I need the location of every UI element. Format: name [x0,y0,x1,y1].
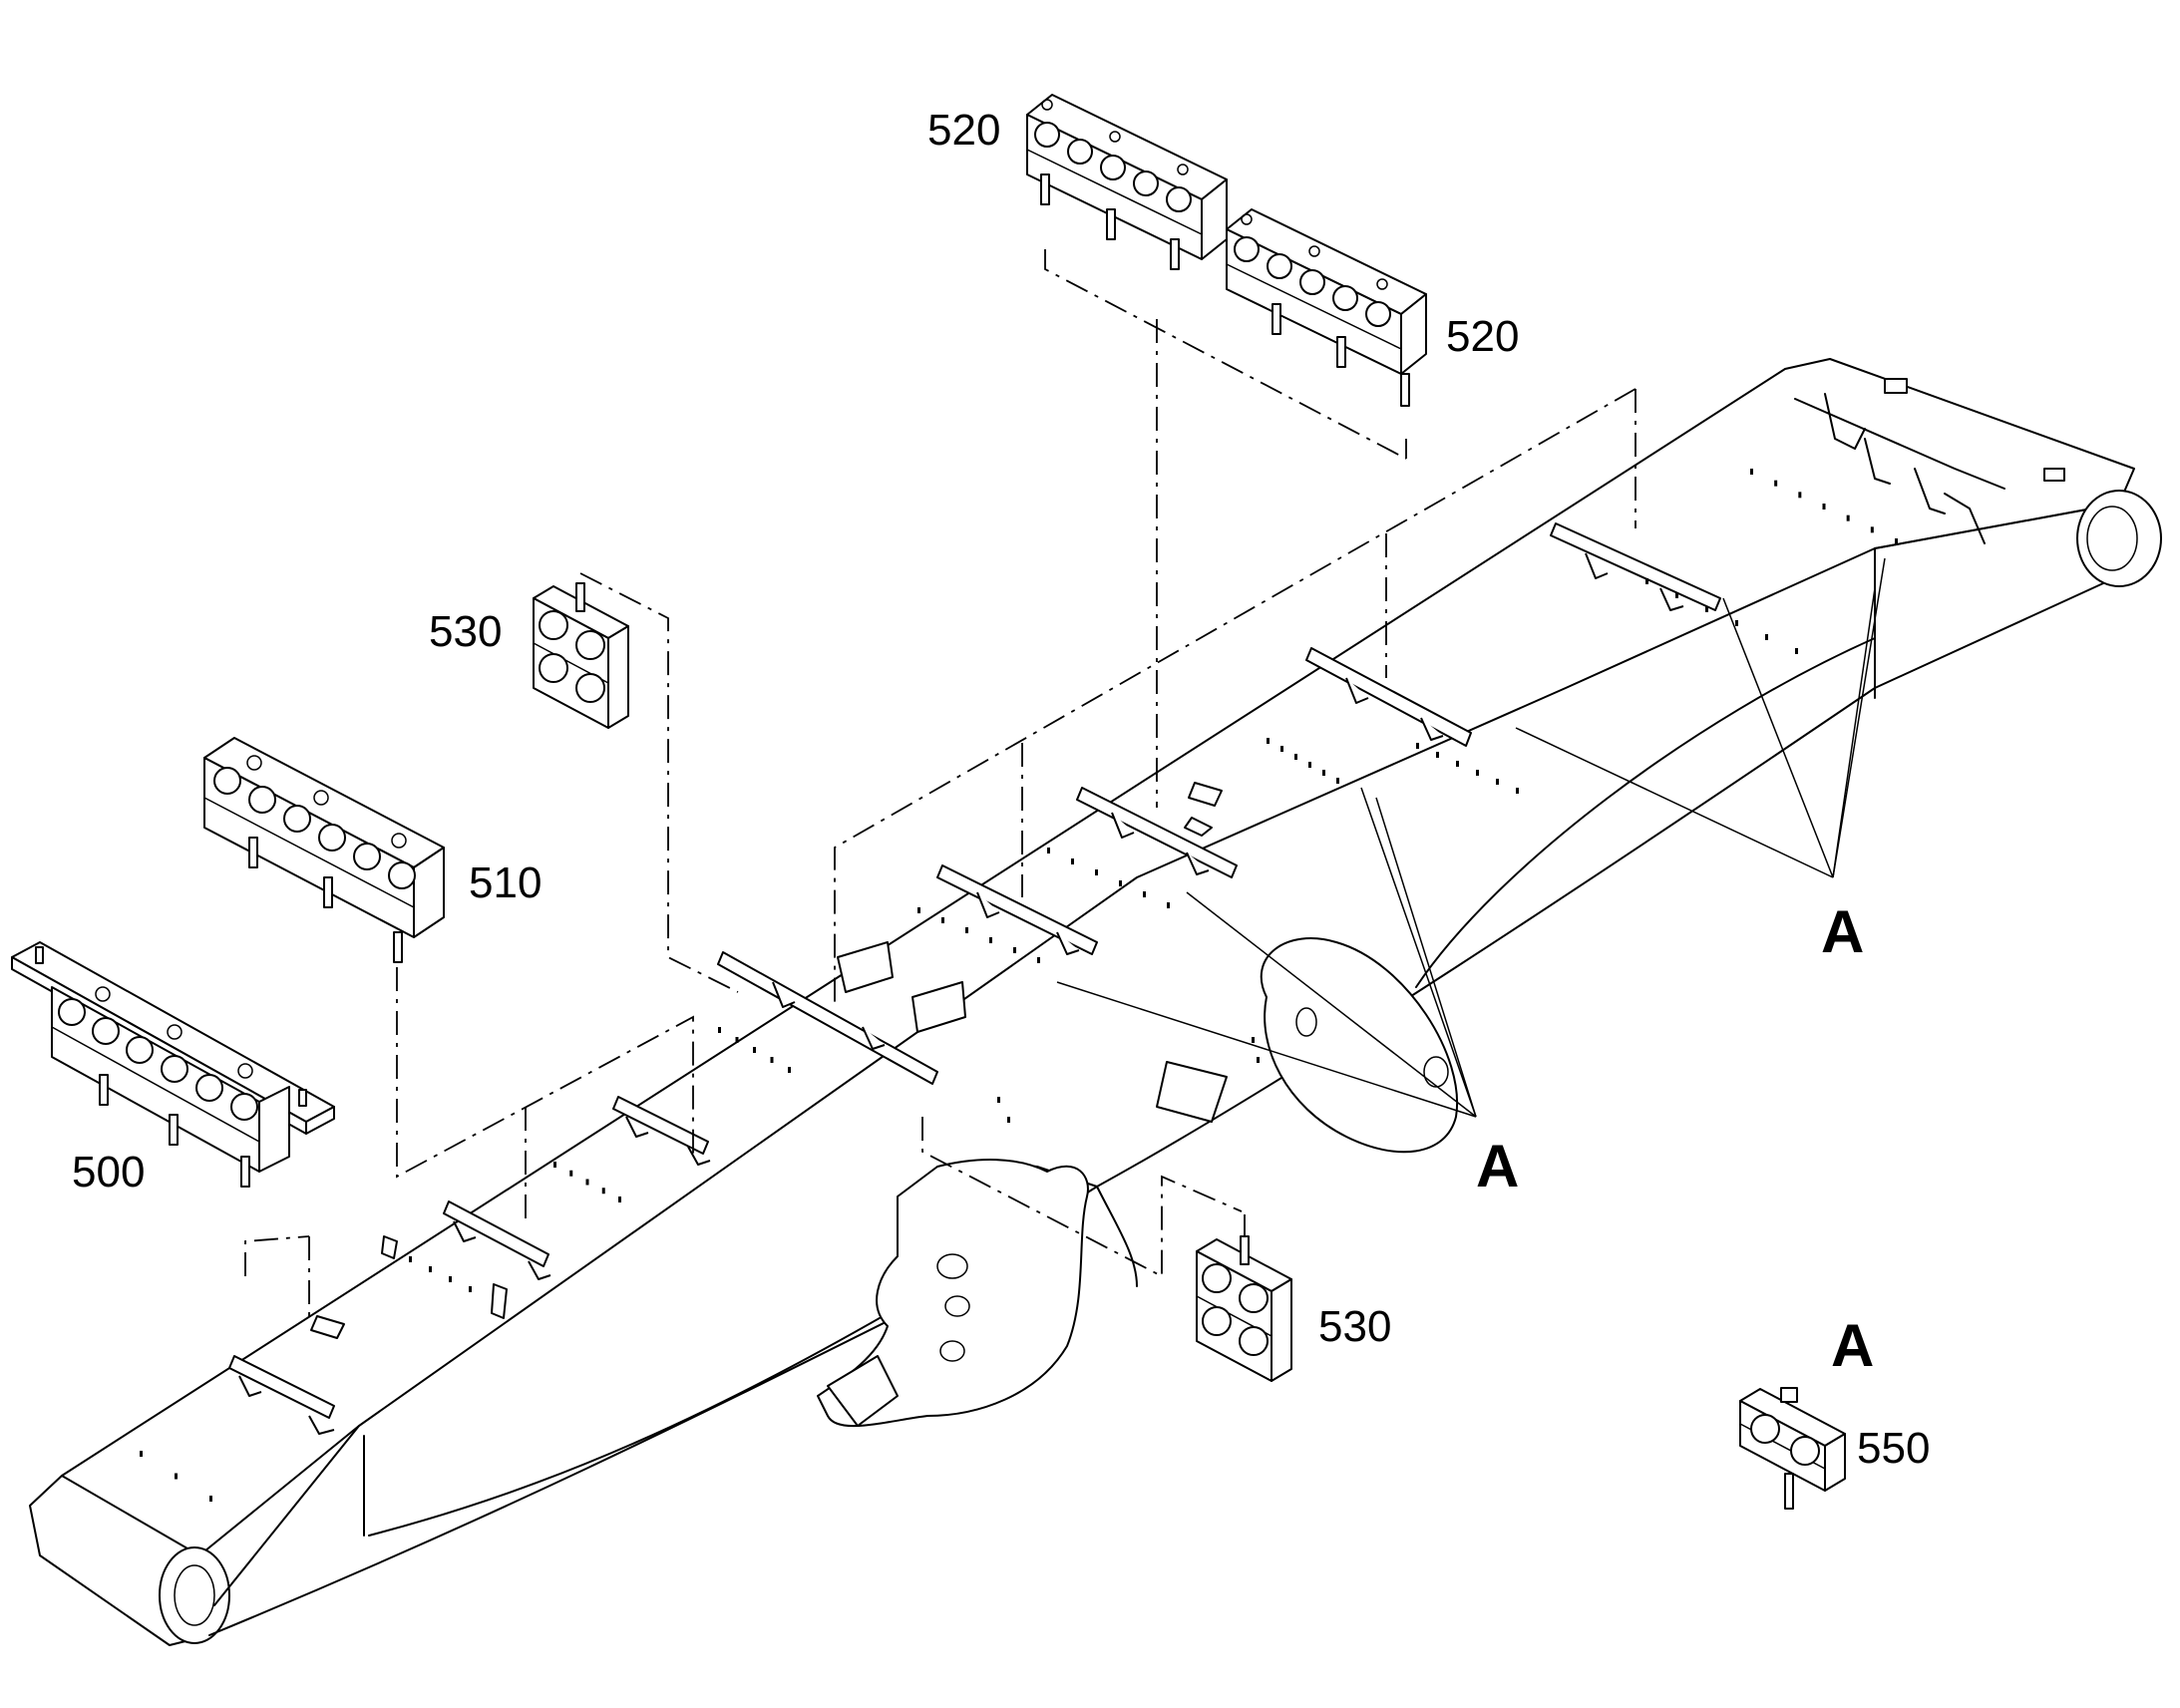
label-530-upper: 530 [429,607,502,656]
boom-hole [1294,754,1297,760]
boom-hole [1267,738,1270,744]
boom-hole [618,1196,621,1202]
boom-hole [553,1162,556,1168]
label-510: 510 [469,858,542,907]
view-label-a-right: A [1821,898,1864,965]
boom-hole [1322,770,1325,776]
boom-hole [1119,880,1122,886]
boom-hole [1798,492,1802,499]
boom-hole [917,907,920,913]
boom-hole [1705,606,1708,612]
boom-structure [29,358,2162,1646]
mounting-brackets [228,522,1721,1435]
boom-hole [1870,526,1874,533]
view-label-a-detail: A [1831,1312,1874,1379]
boom-hole [1846,514,1850,521]
boom-hole [1071,858,1074,864]
label-530-lower: 530 [1318,1302,1391,1351]
boom-hole [1476,770,1479,776]
boom-hole [1095,869,1098,875]
boom-hole [989,937,992,943]
boom-holes [140,469,1898,1502]
boom-hole [1456,761,1459,767]
part-530-clamp-lower [1196,1235,1292,1382]
boom-hole [1436,752,1439,758]
boom-hole [735,1037,739,1043]
boom-hole [941,917,944,923]
boom-hole [585,1179,589,1186]
part-530-clamp-upper [533,582,629,729]
boom-hole [1496,779,1499,785]
boom-hole [1252,1037,1255,1043]
boom-hole [788,1067,791,1073]
boom-hole [1750,469,1753,475]
boom-hole [1007,1117,1010,1123]
boom-hole [1308,762,1311,768]
boom-hole [1765,634,1768,640]
label-520-lower: 520 [1446,312,1519,361]
part-520-clamp-lower [1226,208,1427,407]
boom-hole [753,1047,756,1053]
boom-hole [1143,891,1146,897]
part-500-clamp-with-plate [11,941,335,1188]
boom-hole [1257,1057,1260,1063]
boom-hole [209,1496,212,1502]
boom-hole [1047,848,1050,854]
boom-hole [1416,743,1419,749]
part-550-clamp-detail [1739,1387,1846,1510]
boom-hole [140,1451,143,1457]
boom-hole [1336,778,1339,784]
boom-hole [1013,947,1016,953]
boom-hole [1167,902,1170,908]
leader-lines [244,249,1886,1316]
boom-hole [1735,620,1738,626]
boom-hole [1822,504,1826,510]
boom-hole [1280,746,1283,752]
label-550: 550 [1857,1424,1930,1473]
boom-hole [429,1266,432,1272]
boom-hole [569,1170,573,1177]
view-label-a-center: A [1476,1133,1519,1199]
boom-hole [770,1057,774,1063]
boom-hole [449,1276,452,1282]
boom-hole [1037,957,1040,963]
boom-hole [1795,648,1798,654]
boom-hole [469,1286,472,1292]
boom-hole [997,1097,1000,1103]
boom-hole [175,1473,178,1480]
boom-hole [1774,480,1778,487]
label-500: 500 [72,1148,145,1196]
boom-hole [1895,538,1898,544]
part-510-clamp [203,737,445,963]
boom-hole [409,1256,412,1262]
label-520-upper: 520 [927,106,1000,155]
boom-hole [965,927,968,933]
boom-hole [1516,788,1519,794]
part-520-clamp-upper [1026,94,1228,270]
boom-hole [1675,592,1678,598]
boom-hole [718,1027,721,1033]
boom-hole [1645,578,1648,584]
boom-hole [601,1188,605,1195]
